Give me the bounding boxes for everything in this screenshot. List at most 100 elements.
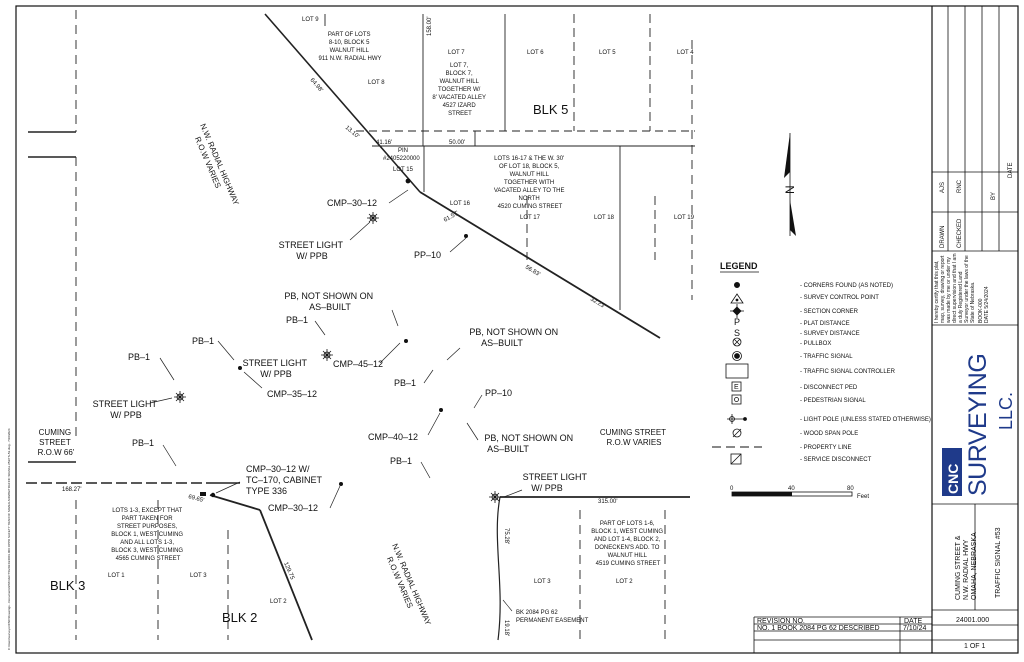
parcel-d-line: STREET PURPOSES, xyxy=(117,524,178,530)
leader-cmp30c xyxy=(329,485,341,509)
radial-row-curve xyxy=(419,191,661,339)
parcel-a-line: 911 N.W. RADIAL HWY xyxy=(318,56,381,62)
pin-line: #2405220000 xyxy=(383,156,420,162)
leader-pbns1 xyxy=(391,309,399,327)
leader-cmp40 xyxy=(427,412,441,436)
parcel-e-line: PART OF LOTS 1-6, xyxy=(600,521,655,527)
callout-pb1e: PB–1 xyxy=(132,438,154,448)
section-corner-icon xyxy=(730,304,744,318)
parcel-e-label: PART OF LOTS 1-6, BLOCK 1, WEST CUMING A… xyxy=(591,521,665,567)
north-arrow: N xyxy=(783,133,797,236)
legend-item-label: - SURVEY CONTROL POINT xyxy=(800,295,879,301)
box-o-icon xyxy=(731,394,742,405)
lot-labels: LOT 9 PART OF LOTS 8-10, BLOCK 5 WALNUT … xyxy=(38,17,695,637)
leader-pb1b xyxy=(217,340,235,361)
lot9-label: LOT 9 xyxy=(302,17,319,23)
leader-pb1c xyxy=(423,369,434,384)
certification-box: I hereby certify that this plat, map, su… xyxy=(934,253,990,323)
callout-street-light-1: STREET LIGHT W/ PPB xyxy=(279,240,346,261)
callout-cmp30b-line: CMP–30–12 W/ xyxy=(246,464,310,474)
cuming-row66-line: CUMING xyxy=(39,428,71,437)
cuming-row-line: CUMING STREET xyxy=(600,428,666,437)
cuming-row66-line: STREET xyxy=(39,438,71,447)
parcel-d-line: AND ALL LOTS 1-3, xyxy=(120,540,174,546)
lot3-west-label: LOT 3 xyxy=(190,573,207,579)
callout-pb1a: PB–1 xyxy=(286,315,308,325)
utility-callouts: CMP–30–12 STREET LIGHT W/ PPB PP–10 PB, … xyxy=(93,178,587,513)
parcel-d-line: BLOCK 3, WEST CUMING xyxy=(111,548,183,554)
legend-item-label: - SECTION CORNER xyxy=(800,309,859,315)
callout-street-light-1-line: STREET LIGHT xyxy=(279,240,344,250)
parcel-b-label: LOT 7, BLOCK 7, WALNUT HILL TOGETHER W/ … xyxy=(432,63,487,117)
lot7-label: LOT 7 xyxy=(448,50,465,56)
radial-hwy-south-label: N.W. RADIAL HIGHWAY R.O.W VARIES xyxy=(381,542,434,632)
dim-5683: 56.83' xyxy=(524,265,541,278)
legend-item-label: - DISCONNECT PED xyxy=(800,385,858,391)
leader-cmp30b xyxy=(215,481,241,494)
lot-dashes-mid xyxy=(526,196,656,260)
logo-llc: LLC. xyxy=(996,392,1016,430)
pin-label: PIN #2405220000 xyxy=(383,148,420,162)
utility-pole-dot xyxy=(210,492,216,498)
parcel-e-line: BLOCK 1, WEST CUMING xyxy=(591,529,663,535)
utility-pole-dot xyxy=(464,234,468,238)
light-pole-icon xyxy=(727,414,747,424)
utility-pole-dot xyxy=(405,178,411,184)
parcel-d-line: BLOCK 1, WEST CUMING xyxy=(111,532,183,538)
company-logo: CNC SURVEYING LLC. xyxy=(942,354,1016,496)
parcel-c-line: NORTH xyxy=(519,196,540,202)
utility-pole-dot xyxy=(404,339,408,343)
sheet-number: 1 OF 1 xyxy=(964,643,986,650)
scale-tick-80: 80 xyxy=(847,486,854,492)
cuming-row-label: CUMING STREET R.O.W VARIES xyxy=(600,428,668,447)
project-name: CUMING STREET & N.W. RADIAL HWY OMAHA, N… xyxy=(955,532,978,600)
callout-pb-not-shown-1: PB, NOT SHOWN ON AS–BUILT xyxy=(284,291,375,312)
parcel-a-line: WALNUT HILL xyxy=(330,48,370,54)
radial-hwy-north-label: N.W. RADIAL HIGHWAY R.O.W VARIES xyxy=(189,122,242,212)
parcel-a-line: PART OF LOTS xyxy=(328,32,371,38)
box-o-glyph xyxy=(734,397,739,402)
parcel-c-line: WALNUT HILL xyxy=(510,172,550,178)
leader-sl1 xyxy=(349,221,371,241)
rail-left-marks xyxy=(28,131,76,158)
leader-sl3 xyxy=(149,397,173,404)
parcel-b-line: LOT 7, xyxy=(450,63,469,69)
callout-cmp30c: CMP–30–12 xyxy=(268,503,318,513)
parcel-c-line: LOTS 16-17 & THE W. 30' xyxy=(494,156,564,162)
parcel-c-line: OF LOT 18, BLOCK 5, xyxy=(499,164,560,170)
light-pole-icon xyxy=(321,349,333,361)
checked-value: RNC xyxy=(957,179,963,193)
north-label: N xyxy=(783,185,797,194)
light-pole-icon xyxy=(489,491,501,503)
callout-cmp35: CMP–35–12 xyxy=(267,389,317,399)
rectangle-icon xyxy=(725,363,749,379)
light-pole-icon xyxy=(367,212,379,224)
parcel-e-line: WALNUT HILL xyxy=(608,553,648,559)
cuming-row-line: R.O.W VARIES xyxy=(607,438,662,447)
lot1-label: LOT 1 xyxy=(108,573,125,579)
lot5-label: LOT 5 xyxy=(599,50,616,56)
legend-item-label: - SURVEY DISTANCE xyxy=(800,331,860,337)
callout-pb-not-shown-1-line: PB, NOT SHOWN ON xyxy=(284,291,373,301)
callout-street-light-3-line: W/ PPB xyxy=(110,410,142,420)
lot-dashes-north xyxy=(573,14,651,131)
lot18-label: LOT 18 xyxy=(594,215,615,221)
easement-curve xyxy=(496,496,501,641)
double-circle-icon xyxy=(732,351,742,361)
legend-item-label: - TRAFFIC SIGNAL CONTROLLER xyxy=(800,369,896,375)
dim-1310: 13.10' xyxy=(344,125,360,140)
lot2-west-label: LOT 2 xyxy=(270,599,287,605)
certification-text: I hereby certify that this plat, map, su… xyxy=(934,253,976,323)
pin-line: PIN xyxy=(398,148,408,154)
parcel-b-line: TOGETHER W/ xyxy=(438,87,481,93)
leader-pp10a xyxy=(449,237,467,253)
callout-street-light-4-line: W/ PPB xyxy=(531,483,563,493)
dim-6965: 69.65' xyxy=(187,494,204,504)
parcel-b-line: 8' VACATED ALLEY xyxy=(432,95,486,101)
dim-31500: 315.00' xyxy=(598,499,618,505)
lot6-label: LOT 6 xyxy=(527,50,544,56)
parcel-b-line: 4527 IZARD xyxy=(443,103,477,109)
parcel-e-line: DONECKEN'S ADD. TO xyxy=(595,545,660,551)
north-arrow-icon xyxy=(784,133,790,178)
signal-cabinet-icon xyxy=(200,492,206,496)
